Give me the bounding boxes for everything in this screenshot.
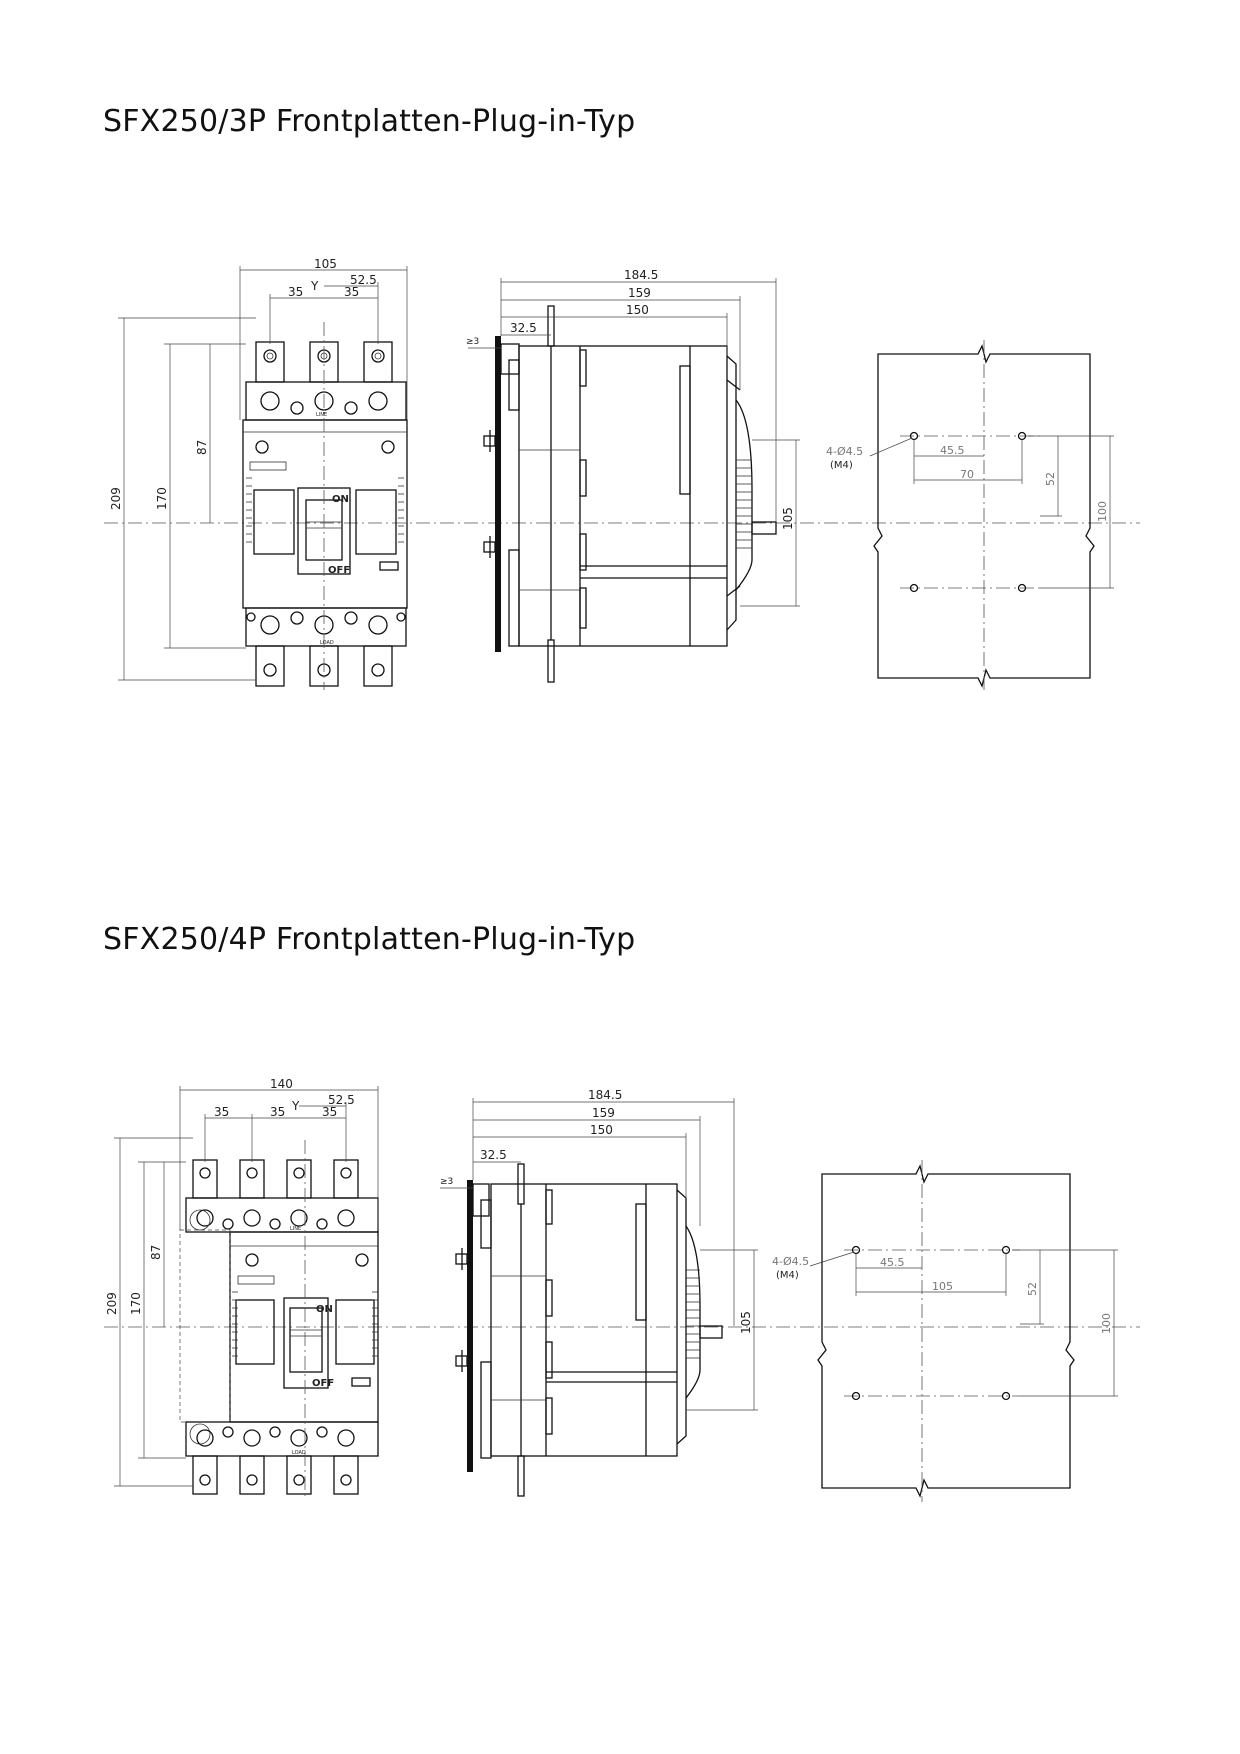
front-view-4p: ON OFF LINE LOAD — [179, 1140, 379, 1500]
dimension-label: 52 — [1044, 472, 1057, 486]
cutout-dimensions-4p: 4-Ø4.5 (M4) 45.5 105 52 100 — [772, 1249, 1118, 1397]
dimension-label: ≥3 — [466, 337, 479, 347]
dimension-label: 4-Ø4.5 — [772, 1255, 809, 1268]
dimension-label: 100 — [1100, 1313, 1113, 1334]
dimension-label: (M4) — [776, 1270, 799, 1281]
on-label: ON — [316, 1304, 333, 1315]
cutout-view-3p — [873, 340, 1095, 692]
dimension-label: 184.5 — [624, 268, 658, 282]
front-view-3p: ON OFF LINE LOAD — [242, 322, 408, 690]
off-label: OFF — [328, 565, 350, 576]
dimension-label: 35 — [344, 285, 359, 299]
line-label: LINE — [316, 412, 327, 418]
dimension-label: 52 — [1026, 1282, 1039, 1296]
dimension-label: 87 — [195, 440, 209, 455]
load-label: LOAD — [292, 1450, 306, 1456]
dimension-label: 159 — [592, 1106, 615, 1120]
dimension-label: 159 — [628, 286, 651, 300]
section-title-4p: SFX250/4P Frontplatten-Plug-in-Typ — [103, 922, 636, 957]
dimension-label: 35 — [270, 1105, 285, 1119]
side-dimensions-4p: 184.5 159 150 32.5 ≥3 105 — [440, 1088, 758, 1411]
on-label: ON — [332, 494, 349, 505]
dimension-label: ≥3 — [440, 1177, 453, 1187]
section-title-3p: SFX250/3P Frontplatten-Plug-in-Typ — [103, 104, 636, 139]
dimension-label: 170 — [155, 487, 169, 510]
dimension-label: Y — [310, 279, 319, 293]
dimension-label: 52.5 — [350, 273, 377, 287]
dimension-label: 209 — [109, 487, 123, 510]
dimension-label: 45.5 — [880, 1256, 905, 1269]
load-label: LOAD — [320, 640, 334, 646]
side-dimensions-3p: 184.5 159 150 32.5 ≥3 105 — [466, 268, 800, 607]
dimension-label: 35 — [214, 1105, 229, 1119]
dimension-label: 105 — [781, 507, 795, 530]
dimension-label: 100 — [1096, 501, 1109, 522]
dimension-label: 32.5 — [480, 1148, 507, 1162]
cutout-view-4p — [817, 1160, 1075, 1502]
dimension-label: 105 — [932, 1280, 953, 1293]
dimension-label: 140 — [270, 1077, 293, 1091]
dimension-label: 105 — [314, 257, 337, 271]
dimension-label: Y — [291, 1099, 300, 1113]
drawing-3p: ON OFF LINE LOAD 105 52.5 35 Y 35 209 17… — [104, 257, 1140, 692]
dimension-label: 170 — [129, 1292, 143, 1315]
dimension-label: 52.5 — [328, 1093, 355, 1107]
off-label: OFF — [312, 1378, 334, 1389]
dimension-label: 184.5 — [588, 1088, 622, 1102]
dimension-label: (M4) — [830, 460, 853, 471]
drawing-4p: ON OFF LINE LOAD 140 52.5 35 35 Y 35 209… — [104, 1077, 1140, 1502]
front-dimensions-4p: 140 52.5 35 35 Y 35 209 170 87 — [105, 1077, 379, 1487]
dimension-label: 32.5 — [510, 321, 537, 335]
cutout-dimensions-3p: 4-Ø4.5 (M4) 45.5 70 52 100 — [826, 435, 1114, 589]
dimension-label: 45.5 — [940, 444, 965, 457]
dimension-label: 35 — [288, 285, 303, 299]
dimension-label: 209 — [105, 1292, 119, 1315]
dimension-label: 4-Ø4.5 — [826, 445, 863, 458]
line-label: LINE — [290, 1226, 301, 1232]
side-view-4p — [455, 1163, 723, 1497]
dimension-label: 105 — [739, 1311, 753, 1334]
dimension-label: 35 — [322, 1105, 337, 1119]
dimension-label: 87 — [149, 1245, 163, 1260]
dimension-label: 70 — [960, 468, 974, 481]
dimension-label: 150 — [590, 1123, 613, 1137]
dimension-label: 150 — [626, 303, 649, 317]
side-view-3p — [483, 305, 777, 683]
front-dimensions-3p: 105 52.5 35 Y 35 209 170 87 — [109, 257, 408, 681]
